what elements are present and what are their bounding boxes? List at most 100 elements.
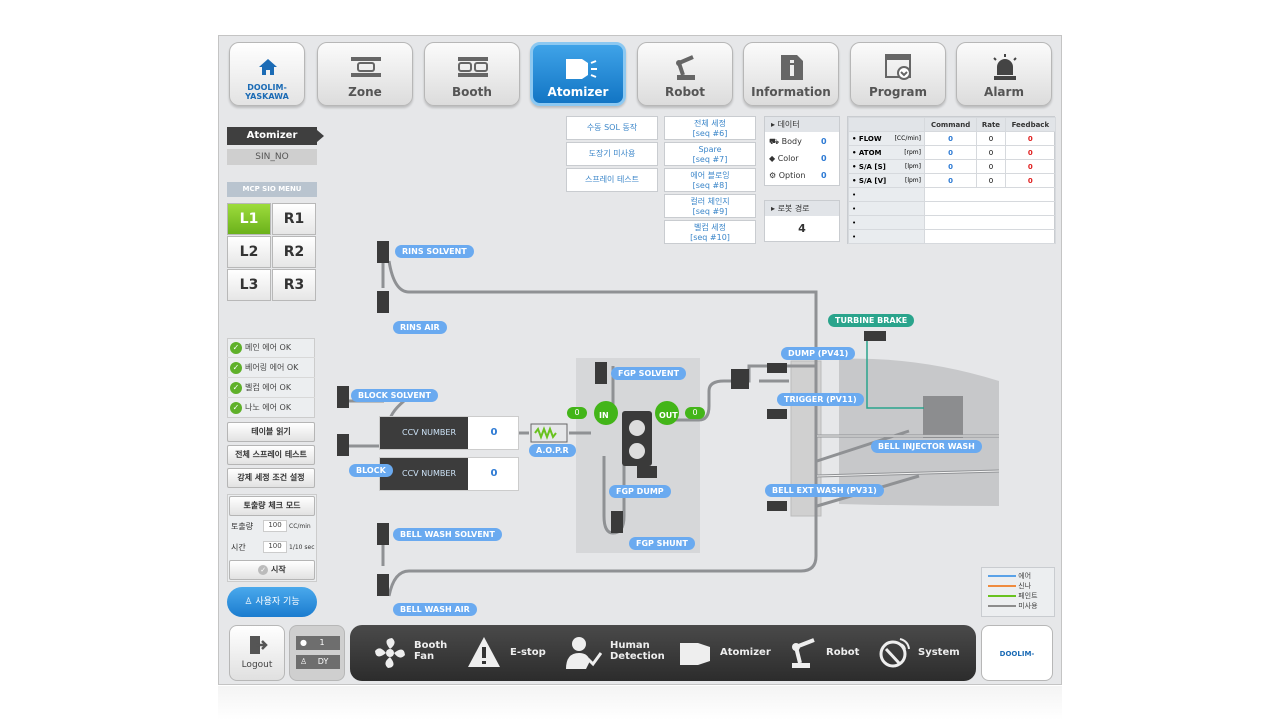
tab-booth[interactable]: Booth xyxy=(424,42,520,106)
brand-label: DOOLIM-YASKAWA xyxy=(245,83,289,101)
tab-label: Program xyxy=(868,85,928,99)
turbine-brake-line xyxy=(866,334,924,409)
tab-label: Atomizer xyxy=(547,85,609,99)
tab-robot[interactable]: Robot xyxy=(637,42,733,106)
label-turbine-brake: TURBINE BRAKE xyxy=(828,314,915,327)
user-function-button[interactable]: ♙ 사용자 기능 xyxy=(227,587,317,617)
start-button[interactable]: ✓ 시작 xyxy=(229,560,315,580)
check-icon: ✓ xyxy=(230,402,242,414)
time-input[interactable]: 100 xyxy=(263,541,287,553)
user-name-row: ♙ DY xyxy=(296,655,340,669)
manual-sol-button[interactable]: 수동 SOL 동작 xyxy=(566,116,658,140)
seq-number: [seq #7] xyxy=(692,155,728,164)
mcp-sio-menu: MCP SIO MENU xyxy=(227,182,317,197)
atomizer-icon xyxy=(680,643,710,665)
robot-label: Robot xyxy=(826,647,860,658)
seq-button-8[interactable]: 에어 블로잉[seq #8] xyxy=(664,168,756,192)
atomizer-icon xyxy=(566,59,597,79)
lr-button-l2[interactable]: L2 xyxy=(227,236,271,268)
user-panel: ● 1 ♙ DY xyxy=(289,625,345,681)
atomizer-body xyxy=(839,358,999,506)
in-indicator xyxy=(594,401,618,425)
legend-swatch xyxy=(988,575,1016,577)
row-name: • ATOM xyxy=(852,148,882,157)
robot-path-panel: ▸ 로봇 경로 4 xyxy=(764,200,840,242)
human-detection-icon xyxy=(566,637,602,669)
robot-path-title-text: 로봇 경로 xyxy=(777,204,810,213)
spray-test-button[interactable]: 스프레이 테스트 xyxy=(566,168,658,192)
flow-unit: CC/min xyxy=(289,523,311,530)
program-icon xyxy=(885,54,911,80)
row-name: • S/A [V] xyxy=(852,176,887,185)
start-label: 시작 xyxy=(271,565,286,574)
seq-button-10[interactable]: 벨컵 세정[seq #10] xyxy=(664,220,756,244)
seq-number: [seq #9] xyxy=(692,207,728,216)
lr-button-r1[interactable]: R1 xyxy=(272,203,316,235)
row-name-text: FLOW xyxy=(858,134,882,143)
tab-information[interactable]: Information xyxy=(743,42,839,106)
label-bell-ext: BELL EXT WASH (PV31) xyxy=(765,484,884,497)
home-button[interactable]: DOOLIM-YASKAWA xyxy=(229,42,305,106)
logout-button[interactable]: Logout xyxy=(229,625,285,681)
row-name: • S/A [S] xyxy=(852,162,886,171)
seq-title: 전체 세정 xyxy=(694,119,726,128)
color-row: ◆ Color xyxy=(769,154,799,163)
empty-row-marker: • xyxy=(848,229,925,244)
status-label: 메인 에어 OK xyxy=(245,343,292,352)
time-label: 시간 xyxy=(231,543,246,552)
tab-atomizer[interactable]: Atomizer xyxy=(530,42,626,106)
paint-bucket-icon: ◆ xyxy=(769,154,776,163)
label-block: BLOCK xyxy=(349,464,393,477)
tab-label: Zone xyxy=(348,85,382,99)
painter-unused-button[interactable]: 도장기 미사용 xyxy=(566,142,658,166)
seq-number: [seq #8] xyxy=(692,181,728,190)
force-clean-button[interactable]: 강제 세정 조건 설정 xyxy=(227,468,315,488)
table-read-button[interactable]: 테이블 읽기 xyxy=(227,422,315,442)
spray-test-all-button[interactable]: 전체 스프레이 테스트 xyxy=(227,445,315,465)
flow-check-button[interactable]: 토출량 체크 모드 xyxy=(229,496,315,516)
check-icon: ✓ xyxy=(230,362,242,374)
tab-label: Information xyxy=(751,85,831,99)
lr-button-r2[interactable]: R2 xyxy=(272,236,316,268)
tab-program[interactable]: Program xyxy=(850,42,946,106)
gear-icon: ⚙ xyxy=(769,171,777,180)
seq-button-6[interactable]: 전체 세정[seq #6] xyxy=(664,116,756,140)
lr-button-r3[interactable]: R3 xyxy=(272,269,316,301)
option-row: ⚙ Option xyxy=(769,171,805,180)
seq-title: 벨컵 세정 xyxy=(694,223,726,232)
seq-button-9[interactable]: 컬러 체인지[seq #9] xyxy=(664,194,756,218)
body-value: 0 xyxy=(821,137,827,146)
row-name-text: S/A [S] xyxy=(858,162,886,171)
label-dump: DUMP (PV41) xyxy=(781,347,856,360)
process-diagram xyxy=(337,241,1000,597)
option-value: 0 xyxy=(821,171,827,180)
legend-label: 신나 xyxy=(1018,582,1032,590)
logout-label: Logout xyxy=(241,660,273,670)
row-unit: [rpm] xyxy=(904,148,921,156)
status-label: 베어링 에어 OK xyxy=(245,363,299,372)
user-function-label: 사용자 기능 xyxy=(255,597,300,607)
flow-input[interactable]: 100 xyxy=(263,520,287,532)
data-panel-title: ▸ 데이터 xyxy=(765,117,839,132)
status-bearing-air: ✓베어링 에어 OK xyxy=(227,358,315,378)
tab-label: Robot xyxy=(664,85,706,99)
status-bellcup-air: ✓벨컵 에어 OK xyxy=(227,378,315,398)
tab-alarm[interactable]: Alarm xyxy=(956,42,1052,106)
lr-button-l3[interactable]: L3 xyxy=(227,269,271,301)
alarm-icon xyxy=(993,54,1017,80)
lr-button-l1[interactable]: L1 xyxy=(227,203,271,235)
legend-item: 신나 xyxy=(988,581,1048,591)
tab-zone[interactable]: Zone xyxy=(317,42,413,106)
seq-button-7[interactable]: Spare[seq #7] xyxy=(664,142,756,166)
row-name-text: S/A [V] xyxy=(858,176,887,185)
legend-swatch xyxy=(988,585,1016,587)
turbine xyxy=(923,396,963,438)
label-bell-wash-air: BELL WASH AIR xyxy=(393,603,477,616)
label-trigger: TRIGGER (PV11) xyxy=(777,393,864,406)
ccv-value: 0 xyxy=(490,468,498,479)
